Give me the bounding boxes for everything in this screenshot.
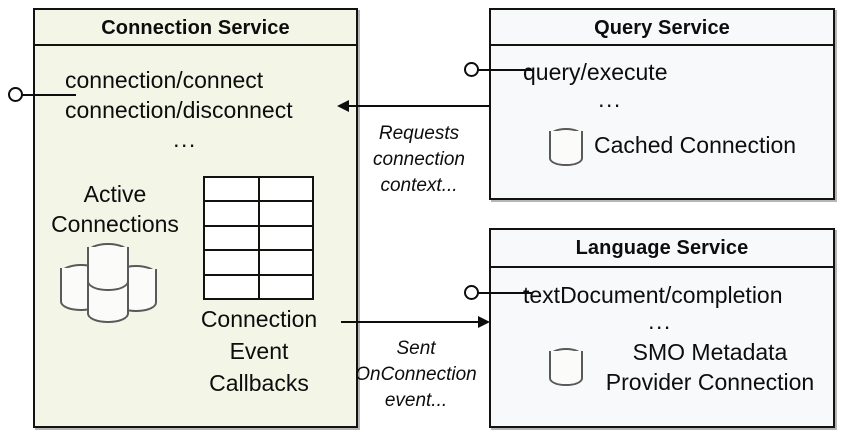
requests-connection-context-label-line2: connection [373,149,465,170]
requests-connection-context-label-line3: context... [380,175,458,196]
table-cell [205,202,258,225]
database-cylinder-icon [87,243,129,291]
language-service-endpoint: textDocument/completion [523,282,783,308]
table-cell [259,251,312,274]
language-service-interface-socket[interactable] [464,285,479,300]
requests-connection-context-arrow-head [337,100,349,112]
sent-onconnection-event-label-line3: event... [384,390,448,411]
query-service-box[interactable]: Query Service [489,8,835,200]
callbacks-label-line2: Event [229,338,289,364]
table-cell [205,251,258,274]
table-cell [205,226,258,250]
connection-service-interface-socket[interactable] [8,87,23,102]
connection-service-interface-stem [22,94,76,96]
query-service-endpoints-more: ... [598,86,622,112]
language-service-box[interactable]: Language Service [489,228,835,428]
language-service-title-divider [491,266,833,268]
active-connections-cylinder-stack [55,243,167,323]
cached-connection-label: Cached Connection [594,132,797,158]
table-cell [205,275,258,298]
callbacks-label-line3: Callbacks [209,370,309,396]
query-service-title-divider [491,44,833,46]
sent-onconnection-event-label-line1: Sent [396,338,436,359]
connection-service-endpoints-more: ... [173,126,197,152]
connection-service-title-divider [35,44,356,46]
connection-service-endpoint-disconnect: connection/disconnect [65,97,293,123]
language-service-endpoints-more: ... [648,308,672,334]
language-service-title: Language Service [575,237,749,259]
table-cell [205,178,258,201]
callbacks-label-line1: Connection [200,306,318,332]
requests-connection-context-label-line1: Requests [378,123,460,144]
sent-onconnection-event-label-line2: OnConnection [355,364,477,385]
table-cell [259,275,312,298]
connection-service-endpoint-connect: connection/connect [65,67,264,93]
connection-event-callbacks-table [203,176,314,300]
language-service-interface-stem [478,292,532,294]
smo-metadata-label-line2: Provider Connection [605,369,815,395]
cached-connection-cylinder-icon [549,128,583,166]
active-connections-label-line2: Connections [51,211,179,237]
table-cell [259,226,312,250]
active-connections-label-line1: Active [83,181,147,207]
query-service-interface-socket[interactable] [464,62,479,77]
query-service-title: Query Service [594,16,730,39]
table-cell [259,178,312,201]
sent-onconnection-event-arrow-line [341,321,480,323]
query-service-endpoint: query/execute [523,59,668,85]
smo-metadata-cylinder-icon [549,348,583,386]
connection-service-title: Connection Service [101,16,290,39]
requests-connection-context-arrow-line [348,105,489,107]
smo-metadata-label-line1: SMO Metadata [632,339,788,365]
sent-onconnection-event-arrow-head [478,316,490,328]
table-cell [259,202,312,225]
query-service-interface-stem [478,69,532,71]
